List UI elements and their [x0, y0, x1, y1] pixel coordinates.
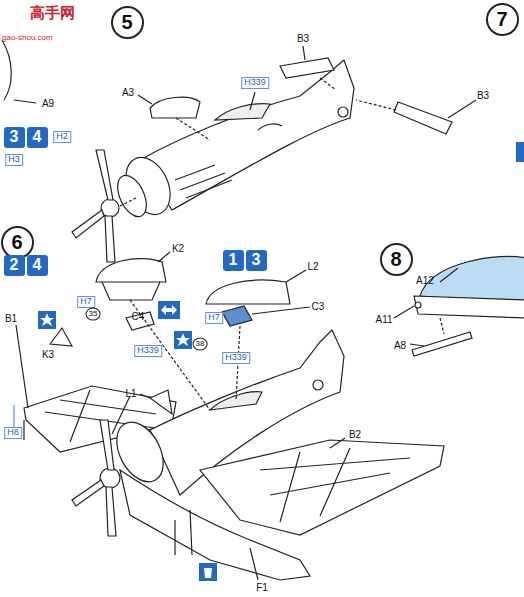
- paint-code: H2: [53, 131, 71, 143]
- part-outline: [150, 390, 172, 414]
- paint-code: H3: [5, 154, 23, 166]
- alternative-arrow: [158, 301, 180, 319]
- paint-code: H7: [77, 296, 95, 308]
- fuselage-drawing: [72, 60, 354, 262]
- paint-box: [516, 142, 524, 162]
- leader-line: [158, 252, 170, 262]
- color-code-box: 2: [4, 255, 25, 276]
- paint-code: H339: [222, 352, 250, 364]
- part-label: L1: [125, 388, 136, 399]
- part-label: A9: [42, 98, 54, 109]
- part-label: C3: [312, 301, 325, 312]
- canopy-part: [206, 280, 290, 304]
- step-number-circle: 7: [486, 3, 519, 36]
- leader-line: [440, 268, 458, 282]
- canopy-part: [96, 259, 166, 282]
- step-number-circle: 8: [380, 243, 413, 276]
- leader-line: [23, 420, 24, 440]
- color-code-box: 4: [27, 255, 48, 276]
- color-code-box: 1: [223, 250, 244, 271]
- watermark: 高手网: [30, 5, 75, 22]
- seat-part: [222, 306, 252, 326]
- paint-code: H339: [241, 77, 269, 89]
- part-label: B3: [297, 33, 309, 44]
- decal-number: 35: [86, 308, 101, 321]
- part-label: A12: [416, 275, 434, 286]
- stabilizer-part: [280, 58, 334, 78]
- part-label: K3: [42, 349, 54, 360]
- leader-line: [16, 325, 28, 408]
- step-number-circle: 5: [111, 6, 144, 39]
- step-number: 8: [390, 248, 401, 271]
- leader-line: [14, 100, 36, 103]
- leader-line: [250, 92, 255, 110]
- step-number: 5: [121, 11, 132, 34]
- watermark: gao-shou.com: [2, 34, 53, 43]
- color-code-number: 4: [33, 256, 42, 274]
- part-label: B1: [5, 313, 17, 324]
- part-label: K2: [172, 243, 184, 254]
- part-label: A8: [394, 340, 406, 351]
- armor-part: [50, 328, 72, 346]
- color-code-number: 3: [252, 251, 261, 269]
- canopy-assembly: [412, 256, 524, 356]
- leader-line: [13, 405, 14, 427]
- color-code-box: 3: [4, 127, 25, 148]
- color-code-box: 4: [27, 127, 48, 148]
- leader-line: [448, 100, 476, 118]
- leader-line: [303, 46, 305, 60]
- decal-number: 38: [193, 338, 208, 351]
- part-label: B3: [477, 90, 489, 101]
- part-label: A11: [375, 314, 392, 325]
- leader-line: [410, 344, 424, 346]
- paint-bucket-icon: [199, 563, 217, 581]
- leader-line: [252, 307, 310, 314]
- part-label: A3: [122, 87, 134, 98]
- leader-line: [130, 300, 210, 410]
- color-code-number: 1: [229, 251, 238, 269]
- step-number-circle: 6: [1, 226, 34, 259]
- color-code-number: 3: [10, 128, 19, 146]
- leader-line: [320, 78, 336, 90]
- leader-line: [356, 100, 396, 110]
- color-code-box: 3: [246, 250, 267, 271]
- paint-code: H7: [205, 312, 223, 324]
- paint-code: H8: [4, 427, 22, 439]
- step-number: 6: [11, 231, 22, 254]
- leader-line: [286, 270, 306, 282]
- color-code-number: 2: [10, 256, 19, 274]
- leader-line: [138, 95, 152, 104]
- frame-part: [102, 282, 160, 300]
- part-label: F1: [256, 582, 268, 593]
- leader-line: [394, 306, 414, 318]
- leader-line: [330, 438, 345, 448]
- stabilizer-part: [394, 102, 452, 134]
- part-label: B2: [349, 429, 361, 440]
- part-label: C4: [132, 311, 145, 322]
- paint-code: H339: [134, 345, 162, 357]
- part-outline: [2, 40, 11, 100]
- part-label: L2: [307, 261, 318, 272]
- canopy-cover-part: [150, 97, 200, 118]
- step-number: 7: [496, 8, 507, 31]
- leader-line: [176, 118, 210, 140]
- leader-line: [140, 394, 150, 398]
- leader-line: [250, 548, 258, 580]
- color-code-number: 4: [33, 128, 42, 146]
- aircraft-drawing: [24, 330, 444, 580]
